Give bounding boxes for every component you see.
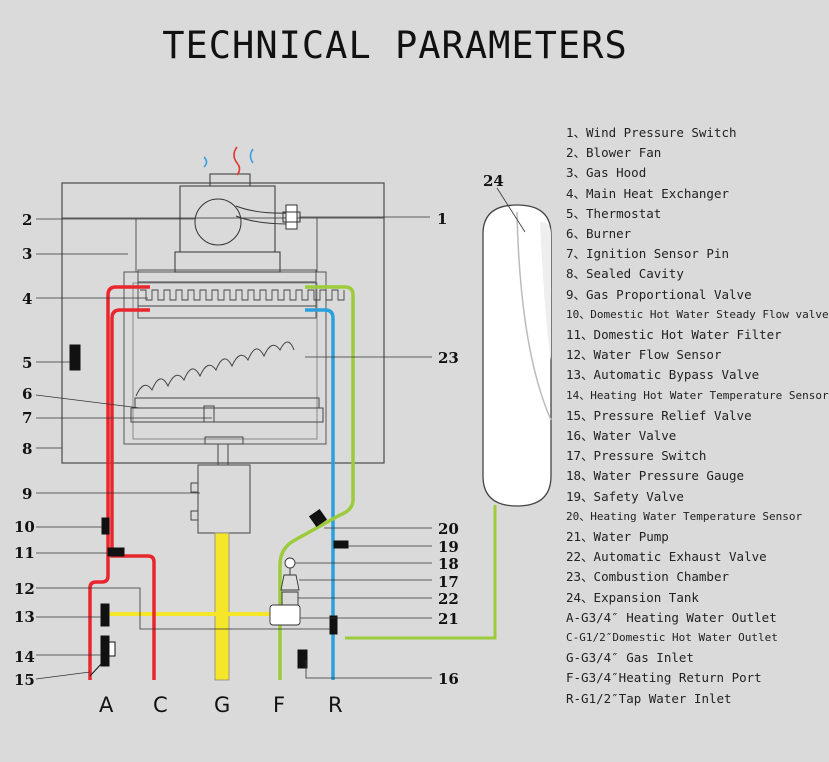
legend-item: R-G1/2″Tap Water Inlet xyxy=(566,690,732,706)
legend-item: 8、Sealed Cavity xyxy=(566,266,684,282)
legend-item: G-G3/4″ Gas Inlet xyxy=(566,650,694,666)
callout-16: 16 xyxy=(438,670,459,688)
callout-1: 1 xyxy=(437,210,447,228)
legend-item: 20、Heating Water Temperature Sensor xyxy=(566,509,803,523)
callout-21: 21 xyxy=(438,610,459,628)
water-pump-group xyxy=(269,557,301,626)
callout-11: 11 xyxy=(14,544,35,562)
port-g: G xyxy=(214,693,230,717)
callout-3: 3 xyxy=(22,245,32,263)
legend-item: F-G3/4″Heating Return Port xyxy=(566,670,762,686)
legend-item: 1、Wind Pressure Switch xyxy=(566,125,737,140)
red-pipes xyxy=(88,285,156,680)
port-a: A xyxy=(99,693,114,717)
callout-17: 17 xyxy=(438,573,459,591)
legend-item: C-G1/2″Domestic Hot Water Outlet xyxy=(566,631,778,645)
gas-pipe xyxy=(214,532,230,681)
legend-item: 14、Heating Hot Water Temperature Sensor xyxy=(566,388,829,402)
page-title: TECHNICAL PARAMETERS xyxy=(162,24,628,67)
port-r: R xyxy=(328,693,343,717)
callout-5: 5 xyxy=(22,354,32,372)
boiler-casing xyxy=(61,182,385,464)
callout-2: 2 xyxy=(22,211,32,229)
legend-item: 22、Automatic Exhaust Valve xyxy=(566,549,767,565)
callout-23: 23 xyxy=(438,349,459,367)
legend-list: 1、Wind Pressure Switch 2、Blower Fan 3、Ga… xyxy=(566,123,829,709)
flue-gas-squiggles xyxy=(203,146,254,176)
port-labels: A C G F R xyxy=(99,693,343,717)
callout-numbers: 1 2 3 4 5 6 7 8 9 10 11 12 13 14 15 16 1… xyxy=(14,172,504,689)
pipe-components xyxy=(69,344,349,677)
burner xyxy=(130,341,324,445)
legend-item: 7、Ignition Sensor Pin xyxy=(566,246,730,262)
expansion-tank-pipe xyxy=(345,505,497,640)
callout-10: 10 xyxy=(14,518,35,536)
legend-item: 3、Gas Hood xyxy=(566,165,647,181)
callout-20: 20 xyxy=(438,520,459,538)
green-pipe xyxy=(278,285,355,680)
legend-item: 10、Domestic Hot Water Steady Flow valve xyxy=(566,307,829,321)
legend-item: 5、Thermostat xyxy=(566,205,662,221)
callout-12: 12 xyxy=(14,580,35,598)
callout-24: 24 xyxy=(483,172,504,190)
callout-9: 9 xyxy=(22,485,32,503)
legend-item: 16、Water Valve xyxy=(566,428,677,444)
legend-item: 15、Pressure Relief Valve xyxy=(566,407,752,423)
callout-6: 6 xyxy=(22,385,32,403)
legend-item: 19、Safety Valve xyxy=(566,488,684,504)
callout-4: 4 xyxy=(22,290,32,308)
legend-item: 2、Blower Fan xyxy=(566,145,662,161)
callout-14: 14 xyxy=(14,648,35,666)
legend-item: A-G3/4″ Heating Water Outlet xyxy=(566,609,777,625)
callout-19: 19 xyxy=(438,538,459,556)
legend-item: 24、Expansion Tank xyxy=(566,589,699,605)
callout-15: 15 xyxy=(14,671,35,689)
main-heat-exchanger xyxy=(137,269,345,319)
port-c: C xyxy=(153,693,168,717)
leader-lines xyxy=(35,187,526,680)
callout-13: 13 xyxy=(14,608,35,626)
legend-item: 12、Water Flow Sensor xyxy=(566,347,722,363)
legend-item: 21、Water Pump xyxy=(566,529,669,545)
expansion-tank xyxy=(482,204,552,507)
gas-proportional-valve xyxy=(190,444,251,534)
blue-pipe xyxy=(305,308,335,680)
callout-22: 22 xyxy=(438,590,459,608)
legend-item: 17、Pressure Switch xyxy=(566,448,707,464)
legend-item: 9、Gas Proportional Valve xyxy=(566,286,752,302)
wind-pressure-switch xyxy=(235,204,301,230)
callout-7: 7 xyxy=(22,409,32,427)
legend-item: 23、Combustion Chamber xyxy=(566,569,730,585)
legend-item: 13、Automatic Bypass Valve xyxy=(566,367,760,383)
callout-18: 18 xyxy=(438,555,459,573)
port-f: F xyxy=(273,693,285,717)
legend-item: 4、Main Heat Exchanger xyxy=(566,185,730,201)
callout-8: 8 xyxy=(22,440,32,458)
legend-item: 18、Water Pressure Gauge xyxy=(566,468,745,484)
legend-item: 11、Domestic Hot Water Filter xyxy=(566,327,782,343)
boiler-schematic: 1 2 3 4 5 6 7 8 9 10 11 12 13 14 15 16 1… xyxy=(14,146,552,717)
legend-item: 6、Burner xyxy=(566,226,632,242)
